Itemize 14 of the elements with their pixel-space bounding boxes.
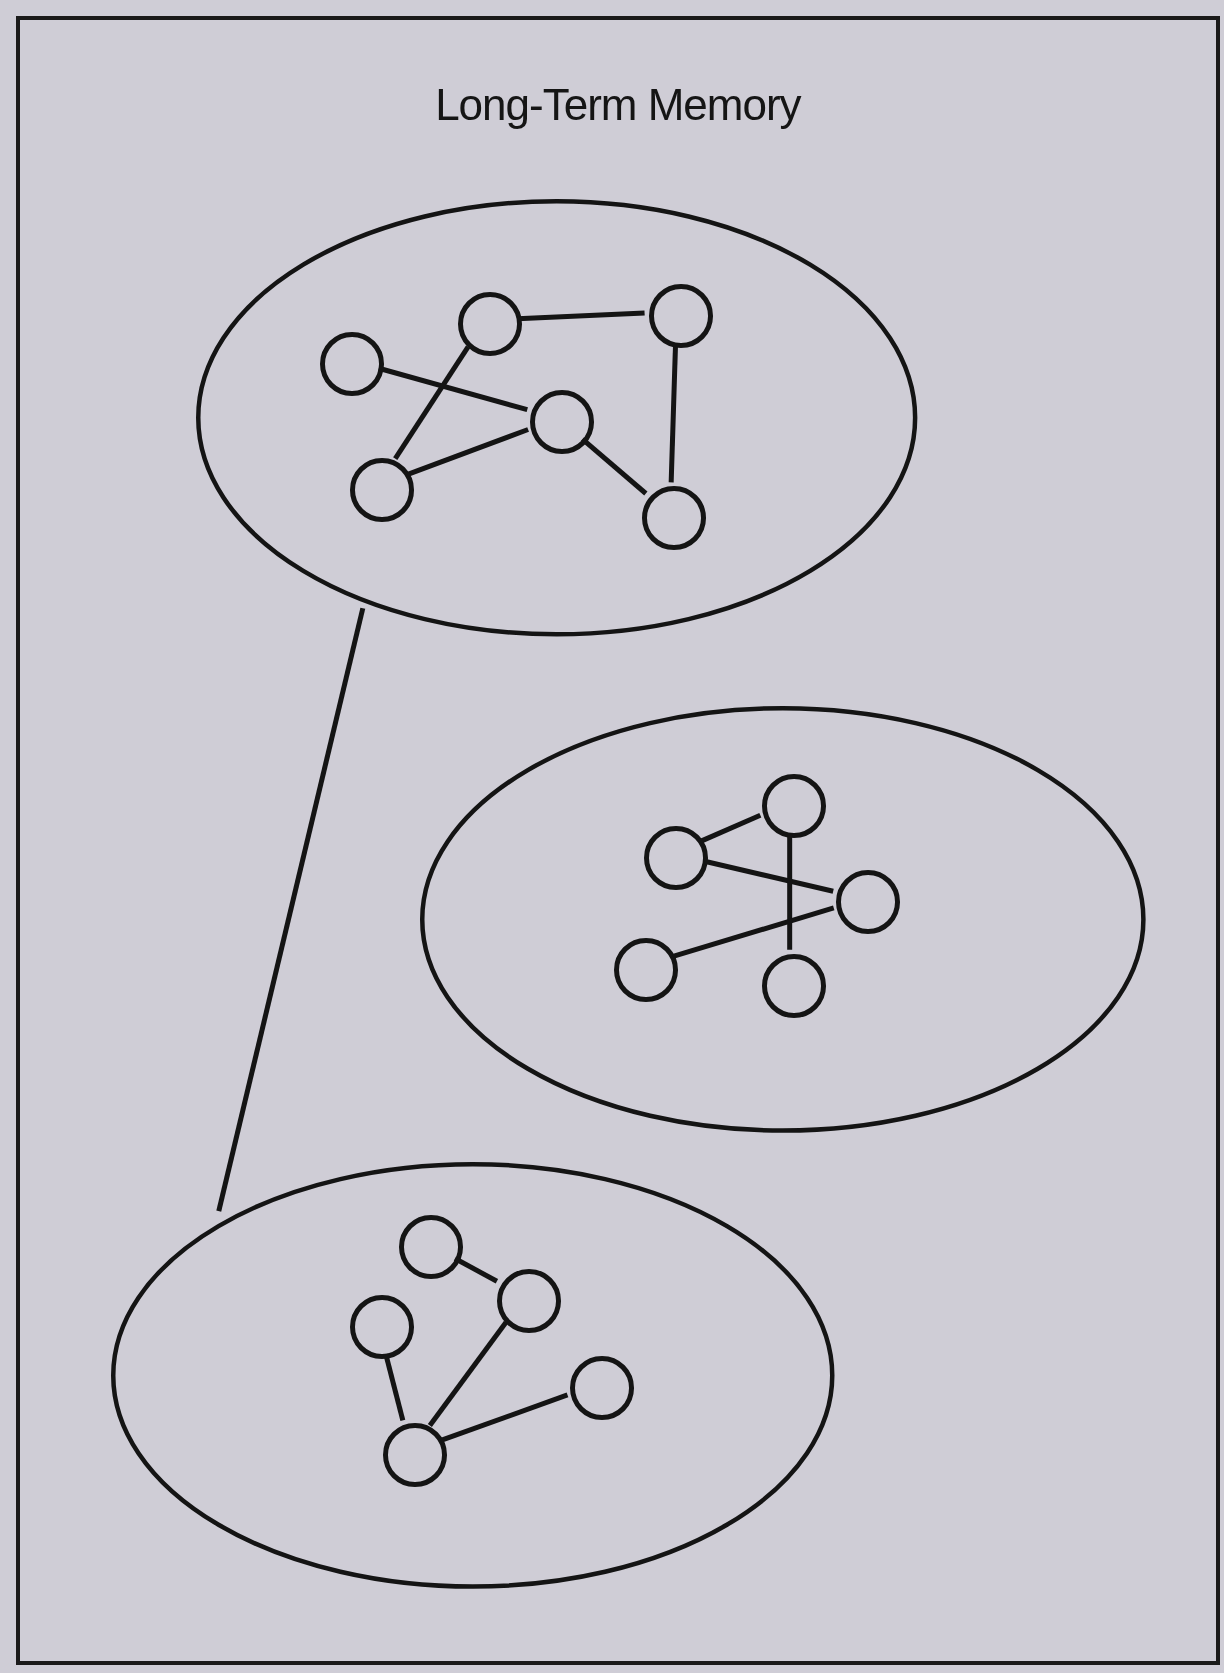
connector-line bbox=[672, 905, 835, 959]
connector-line bbox=[453, 1256, 499, 1284]
connector-line bbox=[580, 437, 648, 496]
connector-line bbox=[216, 607, 366, 1212]
connector-line bbox=[383, 1353, 406, 1421]
connector-line bbox=[427, 1320, 509, 1428]
connector-line bbox=[378, 365, 528, 413]
connector-line bbox=[440, 1392, 569, 1443]
box-title: Long-Term Memory bbox=[434, 80, 803, 130]
connector-line bbox=[787, 834, 793, 950]
connector-line bbox=[393, 345, 471, 461]
memory-box bbox=[16, 16, 1220, 1665]
connector-line bbox=[700, 813, 762, 844]
connector-line bbox=[406, 427, 529, 477]
